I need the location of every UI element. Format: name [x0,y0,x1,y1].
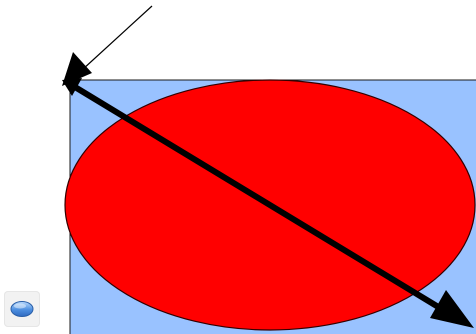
thin-arrow-head [62,52,92,86]
thick-arrow-line[interactable] [67,81,443,311]
ellipse-shape-icon [10,301,34,317]
thin-arrow-line[interactable] [81,5,153,71]
thick-arrow-end-head [430,290,474,328]
thick-arrow-start-head [62,78,82,96]
ellipse-tool-button[interactable] [4,291,40,327]
